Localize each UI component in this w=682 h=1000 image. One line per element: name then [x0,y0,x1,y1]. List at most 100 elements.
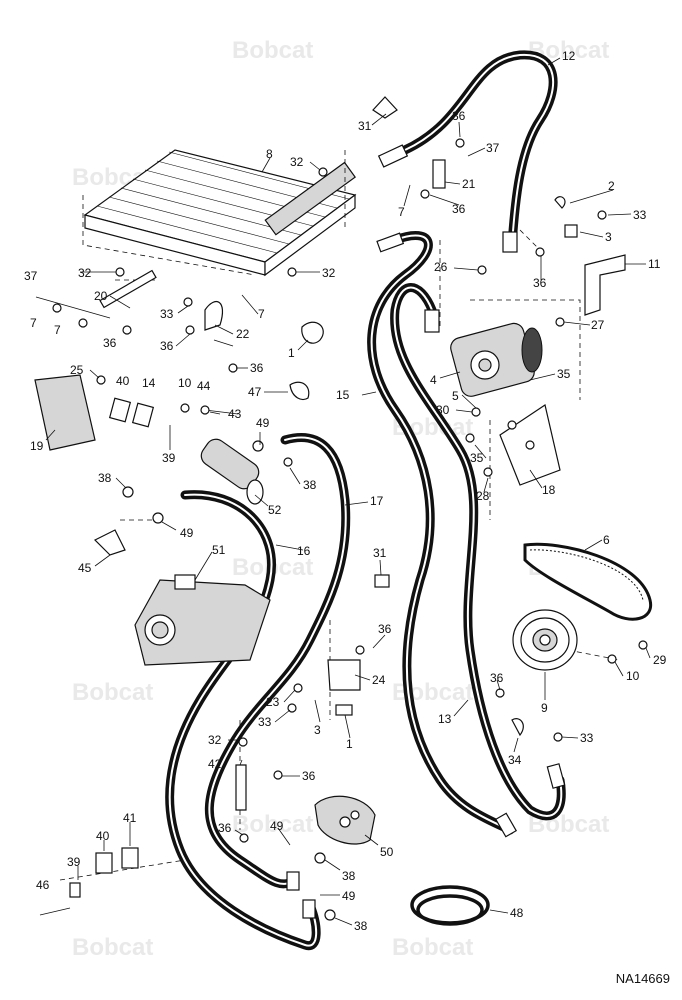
condenser-assembly [83,149,357,277]
hoses [165,50,566,951]
bracket-19 [34,374,96,451]
heater-51 [134,574,271,666]
clamps-40-14 [95,397,155,874]
watermark-text: Bobcat [72,679,153,706]
callout-26: 26 [434,260,448,274]
hose-fittings [286,144,566,919]
callout-25: 25 [70,363,84,377]
callout-32: 32 [78,266,92,280]
callout-35: 35 [470,451,484,465]
callout-4: 4 [430,373,437,387]
callout-38: 38 [98,471,112,485]
callout-2: 2 [608,179,615,193]
callout-37: 37 [24,269,38,283]
small-parts [69,96,578,921]
callout-7: 7 [398,205,405,219]
callout-49: 49 [270,819,284,833]
callout-35: 35 [557,367,571,381]
watermark-text: Bobcat [392,934,473,961]
callout-31: 31 [358,119,372,133]
callout-36: 36 [160,339,174,353]
callout-22: 22 [236,327,250,341]
callout-3: 3 [314,723,321,737]
callout-32: 32 [208,733,222,747]
callout-36: 36 [490,671,504,685]
callout-10: 10 [626,669,640,683]
pulley-9 [512,609,578,671]
callout-27: 27 [591,318,605,332]
bracket-11 [584,254,626,316]
bracket-42 [235,764,247,811]
callout-38: 38 [342,869,356,883]
callout-44: 44 [197,379,211,393]
callout-36: 36 [218,821,232,835]
callout-33: 33 [580,731,594,745]
callout-39: 39 [162,451,176,465]
callout-48: 48 [510,906,524,920]
callout-7: 7 [258,307,265,321]
callout-40: 40 [96,829,110,843]
callout-49: 49 [342,889,356,903]
watermark-text: Bobcat [232,37,313,64]
callout-36: 36 [378,622,392,636]
callout-40: 40 [116,374,130,388]
callout-42: 42 [208,757,222,771]
callout-36: 36 [250,361,264,375]
callout-16: 16 [297,544,311,558]
callout-36: 36 [452,109,466,123]
callout-49: 49 [256,416,270,430]
callout-14: 14 [142,376,156,390]
callout-51: 51 [212,543,226,557]
bracket-24 [327,659,361,691]
callout-41: 41 [123,811,137,825]
callout-36: 36 [452,202,466,216]
callout-47: 47 [248,385,262,399]
callout-52: 52 [268,503,282,517]
callout-24: 24 [372,673,386,687]
callout-32: 32 [322,266,336,280]
callouts: 12 31 36 37 8 32 21 7 36 2 33 3 26 36 11… [24,49,667,933]
part-50 [314,795,376,845]
callout-9: 9 [541,701,548,715]
callout-17: 17 [370,494,384,508]
bracket-18 [499,404,561,486]
compressor [450,322,543,397]
callout-36: 36 [533,276,547,290]
callout-36: 36 [302,769,316,783]
callout-11: 11 [648,257,661,271]
callout-38: 38 [303,478,317,492]
callout-15: 15 [336,388,350,402]
callout-7: 7 [30,316,37,330]
callout-33: 33 [633,208,647,222]
callout-13: 13 [438,712,452,726]
callout-33: 33 [160,307,174,321]
callout-31: 31 [373,546,387,560]
callout-34: 34 [508,753,522,767]
callout-37: 37 [486,141,500,155]
callout-32: 32 [290,155,304,169]
callout-36: 36 [103,336,117,350]
valve-52 [200,438,264,505]
hose-12 [400,50,558,250]
callout-12: 12 [562,49,576,63]
callout-5: 5 [452,389,459,403]
callout-50: 50 [380,845,394,859]
leader-lines [45,57,651,926]
callout-19: 19 [30,439,44,453]
callout-7: 7 [54,323,61,337]
watermark-text: Bobcat [72,934,153,961]
callout-30: 30 [436,403,450,417]
callout-29: 29 [653,653,667,667]
callout-43: 43 [228,407,242,421]
watermark-text: Bobcat [232,811,313,838]
figure-id: NA14669 [615,971,670,986]
valve-45 [93,529,126,556]
callout-23: 23 [266,695,280,709]
callout-28: 28 [476,489,490,503]
callout-33: 33 [258,715,272,729]
callout-46: 46 [36,878,50,892]
callout-45: 45 [78,561,92,575]
dashed-guides [59,150,621,881]
